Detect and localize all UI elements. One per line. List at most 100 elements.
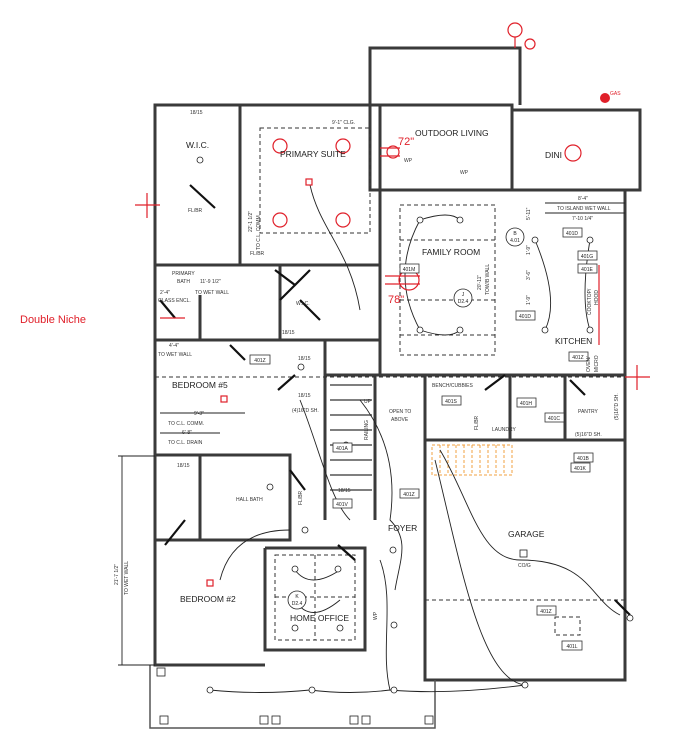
- annotation: TO WET WALL: [158, 352, 192, 358]
- exterior-walls: [149, 46, 642, 729]
- room-label: BEDROOM #2: [180, 594, 236, 604]
- annotation: OVEN/: [586, 356, 592, 372]
- room-label: BEDROOM #5: [172, 380, 228, 390]
- room-label: OUTDOOR LIVING: [415, 128, 489, 138]
- annotation: 9'-3": [194, 411, 204, 417]
- tag-401k: 401K: [574, 466, 586, 472]
- annotation: FL/BR: [298, 490, 304, 505]
- annotation: 1'-9": [526, 295, 532, 305]
- room-label: GARAGE: [508, 529, 545, 539]
- room-label: PRIMARY: [172, 271, 195, 277]
- annotation: 5'-11": [526, 207, 532, 220]
- tag-401z: 401Z: [540, 609, 551, 615]
- tag-401m: 401M: [403, 267, 416, 273]
- annotation: 8'-4": [578, 196, 588, 202]
- annotation: RAILING: [364, 420, 370, 440]
- tag-401h: 401H: [520, 401, 532, 407]
- room-label: FOYER: [388, 523, 417, 533]
- stairs: [330, 384, 513, 491]
- tag-401d: 401D: [566, 231, 578, 237]
- annotation: FL/BR: [474, 415, 480, 430]
- annotation: GAS: [610, 91, 621, 97]
- dimension-annotations: 9'-1" CLG. 22'-1 1/2" TO C.L. COMM. FL/B…: [20, 91, 625, 666]
- junction-label: J: [462, 292, 465, 298]
- annotation: FL/BR: [188, 208, 203, 214]
- junction-label: B: [513, 231, 517, 237]
- junction-label: D2.4: [292, 601, 303, 607]
- annotation: 22'-1 1/2": [248, 211, 254, 232]
- double-niche-note: Double Niche: [20, 314, 86, 326]
- ceiling-outlines: [155, 127, 625, 641]
- annotation: 18/15: [298, 393, 311, 399]
- annotation: 18/15: [298, 356, 311, 362]
- annotation: TO C.L. COMM.: [256, 214, 262, 250]
- annotation: CO/G: [518, 563, 531, 569]
- room-label: OPEN TO: [389, 409, 411, 415]
- annotation: COOKTOP/: [587, 288, 593, 315]
- annotation: (4)16"D SH.: [292, 408, 319, 414]
- annotation: 2'-4": [160, 290, 170, 296]
- annotation: FL/BR: [250, 251, 265, 257]
- annotation: GLASS ENCL.: [158, 298, 191, 304]
- annotation: WP: [460, 170, 469, 176]
- tag-401b: 401B: [577, 456, 589, 462]
- junction-label: K: [295, 594, 299, 600]
- tag-401a: 401A: [336, 446, 348, 452]
- tag-401z: 401Z: [403, 492, 414, 498]
- annotation: TOW/B WALL: [485, 264, 491, 295]
- room-label: DINI: [545, 150, 562, 160]
- junction-label: 4.01: [510, 238, 520, 244]
- room-label: BENCH/CUBBIES: [432, 383, 474, 389]
- annotation: TO C.L. DRAIN: [168, 440, 203, 446]
- annotation: TO ISLAND WET WALL: [557, 206, 611, 212]
- room-label: W.I.C.: [296, 301, 310, 307]
- annotation: 3'-6": [526, 270, 532, 280]
- room-label: PANTRY: [578, 409, 598, 415]
- annotation: 18/15: [282, 330, 295, 336]
- room-label: PRIMARY SUITE: [280, 149, 346, 159]
- annotation: 1'-9": [526, 245, 532, 255]
- tag-401d: 401D: [519, 314, 531, 320]
- red-markups: [135, 22, 650, 587]
- tag-401z: 401Z: [254, 358, 265, 364]
- annotation: TO C.L. COMM.: [168, 421, 204, 427]
- annotation: 9'-1" CLG.: [332, 120, 355, 126]
- annotation: TO WET WALL: [195, 290, 229, 296]
- tv-height-label: 72": [398, 136, 414, 148]
- junction-label: D2.4: [458, 299, 469, 305]
- annotation: 21'-7 1/2": [114, 564, 120, 585]
- annotation: WP: [373, 611, 379, 620]
- annotation: 20'-11": [477, 275, 483, 290]
- tag-401e: 401E: [581, 267, 593, 273]
- annotation: 4'-4": [169, 343, 179, 349]
- annotation: 11'-9 1/2": [200, 279, 221, 285]
- doors: [159, 184, 631, 616]
- light-fixtures: [156, 156, 634, 725]
- room-label: W.I.C.: [186, 140, 209, 150]
- tag-401v: 401V: [336, 502, 348, 508]
- tag-401g: 401G: [581, 254, 593, 260]
- tag-401c: 401C: [548, 416, 560, 422]
- tag-401z: 401Z: [572, 355, 583, 361]
- room-label: HALL BATH: [236, 497, 263, 503]
- annotation: WP: [404, 158, 413, 164]
- room-label: ABOVE: [391, 417, 409, 423]
- annotation: HOOD: [594, 290, 600, 305]
- annotation: (5)16"D SH.: [575, 432, 602, 438]
- annotation: (5)16"D SH.: [614, 393, 620, 420]
- circuit-tags: 401Z 401D 401G 401E 401M 401D 401Z 401S …: [249, 227, 598, 651]
- tv-height-label: 78": [388, 294, 404, 306]
- annotation: UP: [364, 399, 372, 405]
- tag-401s: 401S: [445, 399, 457, 405]
- room-label: FAMILY ROOM: [422, 247, 480, 257]
- room-label: KITCHEN: [555, 336, 592, 346]
- room-label: LAUNDRY: [492, 427, 516, 433]
- annotation: 18/15: [177, 463, 190, 469]
- room-labels: W.I.C. PRIMARY SUITE OUTDOOR LIVING DINI…: [172, 128, 598, 623]
- annotation: MICRO: [594, 355, 600, 372]
- room-label: HOME OFFICE: [290, 613, 349, 623]
- annotation: TO WET WALL: [124, 561, 130, 595]
- annotation: 18/15: [190, 110, 203, 116]
- room-label: BATH: [177, 279, 190, 285]
